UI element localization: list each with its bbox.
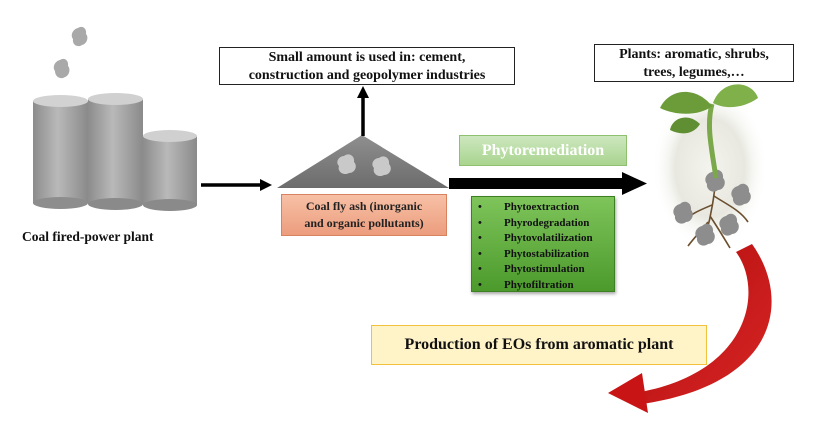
fly-ash-line-2: and organic pollutants): [304, 216, 424, 230]
curved-red-arrow-icon: [608, 244, 772, 413]
cylinder-silos-icon: [33, 93, 197, 211]
arrow-to-plants: [449, 172, 647, 195]
eo-production-box: Production of EOs from aromatic plant: [371, 325, 707, 365]
uses-line-2: construction and geopolymer industries: [248, 68, 486, 83]
plants-line-2: trees, legumes,…: [643, 65, 745, 80]
methods-box: •Phytoextraction •Phyrodegradation •Phyt…: [471, 196, 615, 292]
phytoremediation-box: Phytoremediation: [459, 135, 627, 166]
method-item: •Phytostabilization: [478, 247, 589, 260]
method-item: •Phytovolatilization: [478, 232, 593, 244]
method-item: •Phyrodegradation: [478, 216, 590, 229]
smoke-puff-icon: [53, 26, 88, 79]
plants-box: Plants: aromatic, shrubs, trees, legumes…: [594, 44, 794, 82]
method-item: •Phytostimulation: [478, 263, 585, 275]
arrow-to-ash: [201, 179, 272, 191]
uses-box: Small amount is used in: cement, constru…: [219, 47, 515, 85]
method-item: •Phytoextraction: [478, 201, 580, 213]
fly-ash-line-1: Coal fly ash (inorganic: [305, 199, 423, 213]
arrow-to-uses: [357, 86, 369, 136]
method-item: •Phytofiltration: [478, 278, 574, 291]
power-plant-label: Coal fired-power plant: [22, 229, 154, 244]
fly-ash-box: Coal fly ash (inorganic and organic poll…: [281, 194, 447, 236]
ash-heap-icon: [277, 135, 449, 188]
seedling-icon: [652, 84, 768, 250]
uses-line-1: Small amount is used in: cement,: [268, 50, 466, 65]
plants-line-1: Plants: aromatic, shrubs,: [619, 47, 769, 62]
